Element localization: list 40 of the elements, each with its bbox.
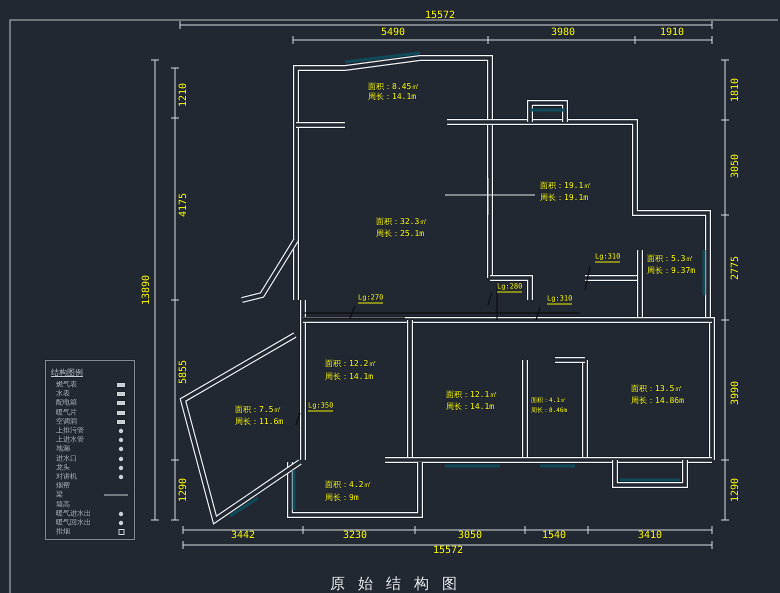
- dimension-text: 3230: [342, 531, 368, 541]
- room-area-text: 面积：32.3㎡: [376, 218, 428, 226]
- dimension-text: 3410: [638, 531, 662, 541]
- dimension-text: 3050: [458, 531, 482, 541]
- dimension-text: 3980: [550, 28, 576, 38]
- room-area-text: 面积：12.1㎡: [446, 391, 498, 399]
- dimension-text: 1290: [179, 478, 189, 502]
- dimension-text: 1290: [731, 478, 741, 502]
- room-area-text: 面积：19.1㎡: [540, 182, 592, 190]
- legend-heading: 结构图例: [51, 369, 83, 377]
- dimension-text: 5490: [380, 28, 406, 38]
- dimension-text: 3990: [731, 380, 741, 406]
- dimension-text: 1810: [731, 78, 741, 102]
- room-area-text: 面积：5.3㎡: [647, 255, 694, 263]
- dimension-text: 13890: [142, 274, 152, 306]
- dimension-text: 1210: [179, 82, 189, 108]
- room-area-text: 周长：25.1m: [376, 230, 424, 238]
- dimension-text: 1910: [660, 28, 684, 38]
- room-area-text: 面积：7.5㎡: [235, 406, 282, 414]
- dimension-text: 1540: [542, 531, 566, 541]
- dimension-text: 15572: [432, 546, 464, 556]
- room-area-text: 周长：14.1m: [368, 93, 416, 101]
- room-area-text: 面积：8.45㎡: [368, 83, 420, 91]
- dimension-text: 2775: [731, 256, 741, 280]
- room-area-text: 周长：9.37m: [647, 267, 696, 275]
- dimension-text: 5855: [179, 360, 189, 384]
- dimension-text: 15572: [424, 11, 456, 21]
- room-area-text: 面积：4.2㎡: [325, 481, 372, 489]
- room-area-text: 周长：9m: [325, 494, 359, 502]
- drawing-title: 原始结构图: [330, 576, 470, 592]
- dimension-text: 4175: [179, 192, 189, 218]
- dimension-text: 3050: [731, 154, 741, 178]
- room-area-text: 面积：12.2㎡: [325, 360, 376, 368]
- dimension-text: 3442: [230, 531, 256, 541]
- room-area-text: 周长：19.1m: [540, 194, 588, 202]
- room-area-text: 周长：14.86m: [631, 397, 684, 405]
- room-area-text: 周长：14.1m: [325, 373, 374, 381]
- room-area-text: 周长：11.6m: [235, 418, 284, 426]
- room-area-text: 周长：14.1m: [446, 403, 494, 411]
- room-area-text: 面积：13.5㎡: [631, 385, 682, 393]
